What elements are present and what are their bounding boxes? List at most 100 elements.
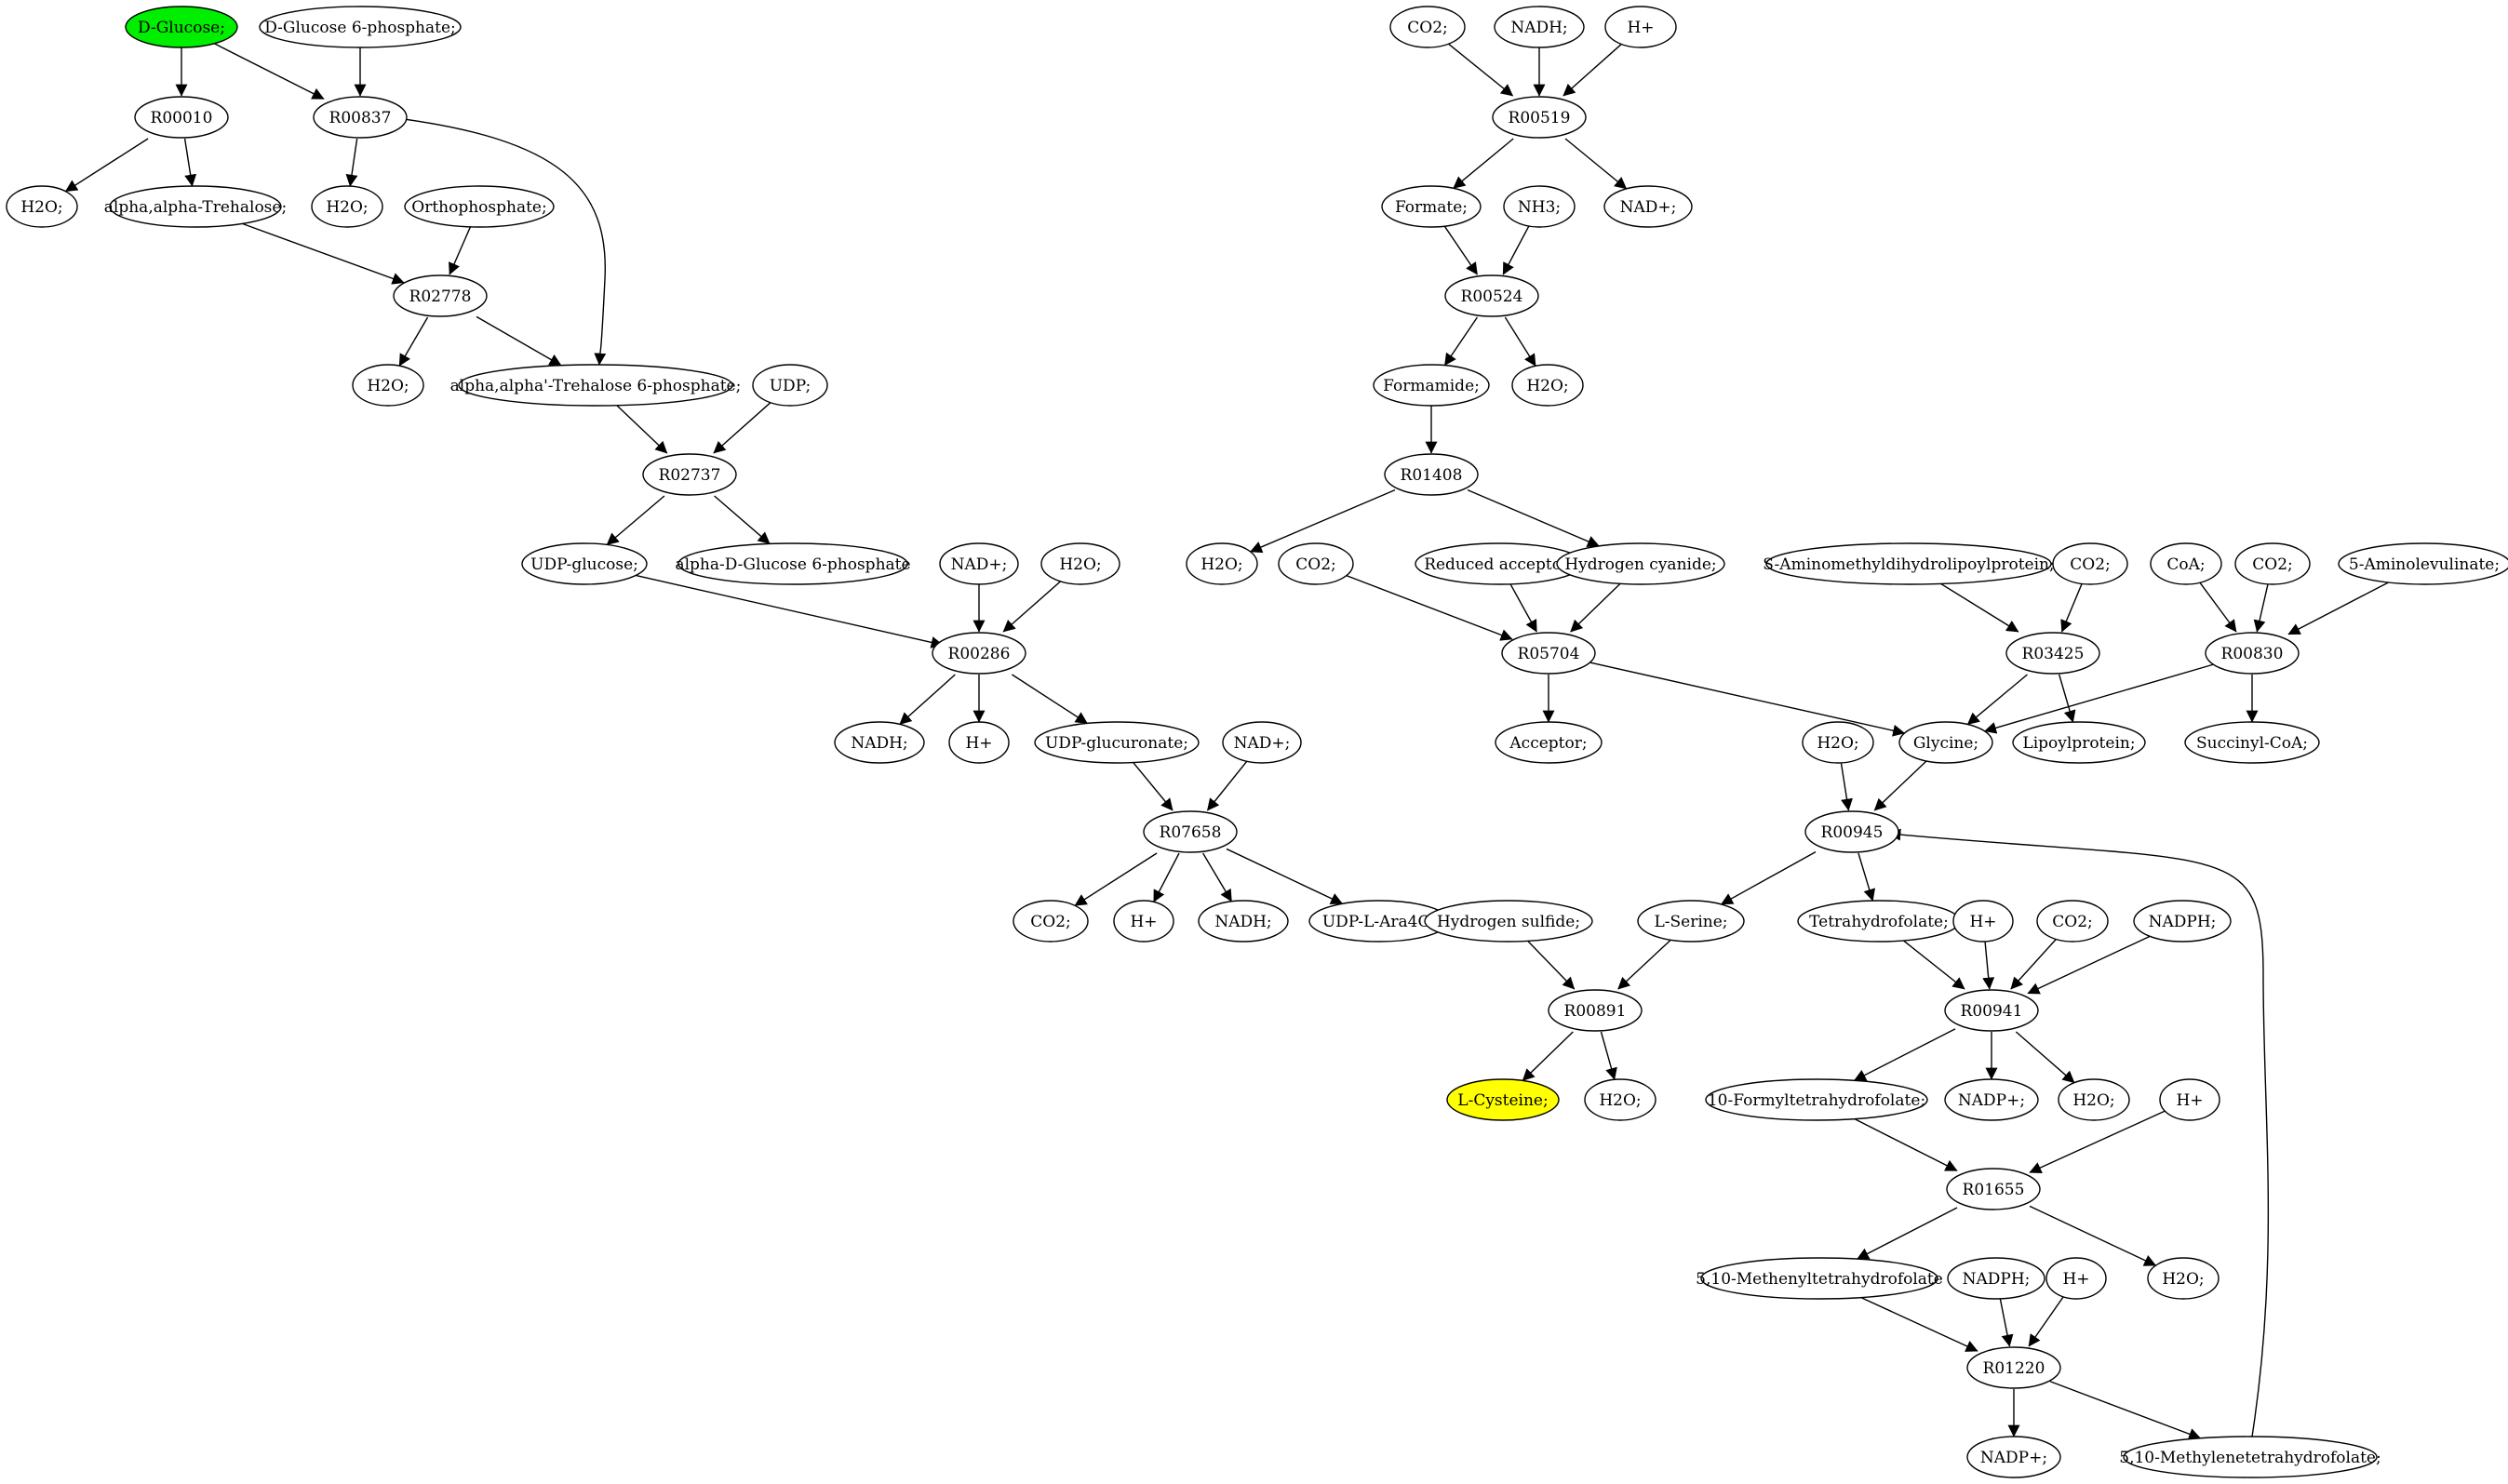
compound-node-h2o_10[interactable]: H2O; [2147,1257,2220,1300]
compound-node-co2_2[interactable]: CO2; [1389,6,1466,48]
compound-node-R00941[interactable]: R00941 [1944,989,2039,1032]
compound-node-udplara4o[interactable]: UDP-L-Ara4O; [1308,900,1450,943]
compound-node-co2_3[interactable]: CO2; [1278,542,1354,585]
compound-node-h2o_3[interactable]: H2O; [352,364,424,407]
compound-label: 5,10-Methenyltetrahydrofolate [1696,1270,1943,1289]
compound-node-R00891[interactable]: R00891 [1548,989,1643,1032]
compound-label: H2O; [1599,1091,1641,1110]
compound-node-5ala[interactable]: 5-Aminolevulinate; [2338,542,2508,585]
compound-node-R02778[interactable]: R02778 [393,274,488,317]
compound-node-lcysteine[interactable]: L-Cysteine; [1446,1078,1560,1121]
compound-node-R00830[interactable]: R00830 [2205,632,2300,675]
compound-node-dg6p[interactable]: D-Glucose 6-phosphate; [259,6,462,48]
compound-node-R00837[interactable]: R00837 [313,96,408,139]
compound-node-co2_1[interactable]: CO2; [1013,900,1089,943]
compound-label: R00891 [1564,1002,1627,1021]
compound-ellipse [677,542,908,585]
compound-node-R00945[interactable]: R00945 [1804,810,1899,853]
compound-node-thf[interactable]: Tetrahydrofolate; [1797,900,1961,943]
compound-node-R01220[interactable]: R01220 [1966,1346,2061,1389]
compound-node-R05704[interactable]: R05704 [1501,632,1596,675]
compound-node-nadh_2[interactable]: NADH; [1198,900,1289,943]
edge-r_R00837-to-c_h2o_2 [345,138,358,187]
compound-node-h2o_8[interactable]: H2O; [1584,1078,1656,1121]
compound-node-orthophosphate[interactable]: Orthophosphate; [404,185,555,228]
edge-r_R02778-to-c_trehalose6p [476,315,562,367]
compound-node-samdl[interactable]: S-Aminomethyldihydrolipoylprotein; [1763,542,2055,585]
compound-node-co2_4[interactable]: CO2; [2052,542,2128,585]
compound-node-nadpplus_1[interactable]: NADP+; [1944,1078,2039,1121]
compound-node-co2_5[interactable]: CO2; [2234,542,2311,585]
compound-node-nadp_3[interactable]: NAD+; [1603,185,1693,228]
compound-label: R01220 [1983,1359,2045,1378]
compound-node-trehalose6p[interactable]: alpha,alpha'-Trehalose 6-phosphate; [450,364,742,407]
compound-label: NAD+; [1234,734,1291,753]
compound-node-co2_6[interactable]: CO2; [2036,900,2109,943]
compound-node-10fthf[interactable]: 10-Formyltetrahydrofolate; [1705,1078,1928,1121]
compound-node-h2o_6[interactable]: H2O; [1186,542,1258,585]
compound-node-R01408[interactable]: R01408 [1384,453,1479,496]
compound-ellipse [259,6,462,48]
edge-c_co2_5-to-r_R00830 [2253,583,2269,633]
compound-node-formamide[interactable]: Formamide; [1373,364,1490,407]
compound-node-adg6p[interactable]: alpha-D-Glucose 6-phosphate [675,542,911,585]
compound-node-lserine[interactable]: L-Serine; [1637,900,1745,943]
compound-node-nadh_1[interactable]: NADH; [834,721,925,764]
compound-node-nadp_2[interactable]: NAD+; [1222,721,1302,764]
compound-node-R02737[interactable]: R02737 [642,453,737,496]
compound-node-udpglucuronate[interactable]: UDP-glucuronate; [1034,721,1200,764]
compound-node-hplus_4[interactable]: H+ [1952,900,2014,943]
compound-node-R00010[interactable]: R00010 [134,96,229,139]
compound-node-h2o_2[interactable]: H2O; [311,185,383,228]
compound-node-nadp_1[interactable]: NAD+; [939,542,1019,585]
compound-node-R07658[interactable]: R07658 [1143,810,1238,853]
compound-node-nh3[interactable]: NH3; [1503,185,1576,228]
compound-node-udp[interactable]: UDP; [752,364,828,407]
compound-ellipse [1556,542,1725,585]
compound-node-R03425[interactable]: R03425 [2005,632,2100,675]
compound-node-nadph_2[interactable]: NADPH; [1947,1257,2045,1300]
compound-node-nadpplus_2[interactable]: NADP+; [1966,1436,2061,1478]
compound-node-R00286[interactable]: R00286 [932,632,1026,675]
compound-node-hplus_6[interactable]: H+ [2045,1257,2107,1300]
compound-node-lipoylprotein[interactable]: Lipoylprotein; [2012,721,2146,764]
compound-node-hplus_1[interactable]: H+ [948,721,1010,764]
compound-label: H2O; [1526,377,1568,395]
compound-node-R00519[interactable]: R00519 [1492,96,1587,139]
edge-r_R00286-to-c_udpglucuronate [1012,674,1088,725]
edge-r_R00830-to-c_glycine [1984,662,2217,734]
compound-node-hplus_3[interactable]: H+ [1604,6,1677,48]
compound-node-h2o_9[interactable]: H2O; [2058,1078,2130,1121]
compound-node-nadh_3[interactable]: NADH; [1494,6,1585,48]
compound-node-udpglucose[interactable]: UDP-glucose; [521,542,648,585]
compound-node-h2o_1[interactable]: H2O; [6,185,78,228]
compound-node-R01655[interactable]: R01655 [1946,1168,2041,1210]
compound-node-methylenethf[interactable]: 5,10-Methylenetetrahydrofolate; [2119,1436,2381,1478]
compound-node-hplus_2[interactable]: H+ [1113,900,1174,943]
compound-node-h2o_5[interactable]: H2O; [1511,364,1584,407]
compound-node-coa[interactable]: CoA; [2150,542,2222,585]
compound-node-dglucose[interactable]: D-Glucose; [125,6,238,48]
compound-node-formate[interactable]: Formate; [1381,185,1482,228]
compound-node-hcn[interactable]: Hydrogen cyanide; [1556,542,1725,585]
compound-ellipse [2159,1078,2220,1121]
compound-label: R00830 [2221,645,2284,663]
compound-node-h2o_7[interactable]: H2O; [1802,721,1874,764]
compound-node-reducedacceptor[interactable]: Reduced acceptor; [1415,542,1584,585]
compound-node-trehalose[interactable]: alpha,alpha-Trehalose; [104,185,287,228]
compound-node-h2s[interactable]: Hydrogen sulfide; [1424,900,1593,943]
compound-node-acceptor[interactable]: Acceptor; [1495,721,1603,764]
compound-label: UDP-L-Ara4O; [1322,913,1436,931]
compound-node-h2o_4[interactable]: H2O; [1040,542,1120,585]
compound-ellipse [1944,1078,2039,1121]
edge-r_R01220-to-c_methylenethf [2049,1381,2202,1440]
compound-node-nadph_1[interactable]: NADPH; [2133,900,2232,943]
compound-node-glycine[interactable]: Glycine; [1898,721,1993,764]
compound-node-methenylthf[interactable]: 5,10-Methenyltetrahydrofolate [1696,1257,1943,1300]
edge-c_nadp_2-to-r_R07658 [1206,760,1248,811]
compound-node-hplus_5[interactable]: H+ [2159,1078,2220,1121]
compound-node-R00524[interactable]: R00524 [1444,274,1539,317]
compound-node-succinylcoa[interactable]: Succinyl-CoA; [2184,721,2320,764]
compound-ellipse [1222,721,1302,764]
